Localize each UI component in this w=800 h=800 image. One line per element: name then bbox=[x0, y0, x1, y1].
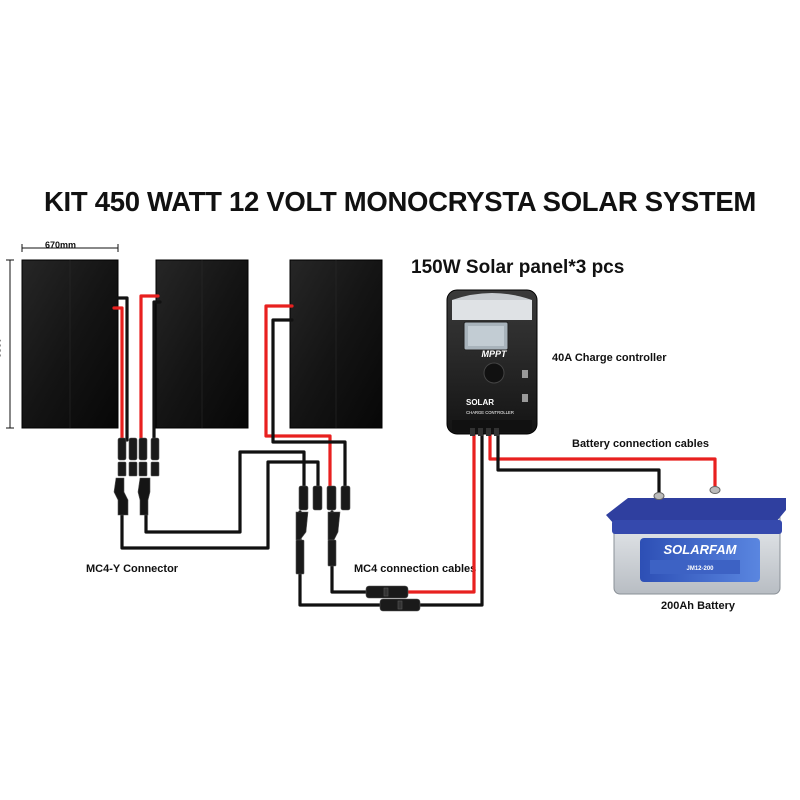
panel1-negative-wire bbox=[115, 296, 129, 442]
controller-label: 40A Charge controller bbox=[552, 352, 667, 364]
panel2-positive-wire bbox=[139, 294, 160, 442]
panel2-negative-wire bbox=[152, 300, 162, 442]
mc4-inline-couplers bbox=[365, 585, 421, 612]
solar-panel-2 bbox=[155, 259, 249, 429]
panel3-positive-wire bbox=[264, 304, 332, 490]
y-output-positive-wire bbox=[144, 450, 306, 534]
diagram-title: KIT 450 WATT 12 VOLT MONOCRYSTA SOLAR SY… bbox=[43, 186, 757, 217]
battery-negative-wire bbox=[496, 432, 661, 496]
battery-model: JM12-200 bbox=[686, 566, 714, 572]
battery-label: 200Ah Battery bbox=[661, 600, 735, 612]
battery-brand: SOLARFAM bbox=[664, 542, 738, 557]
mc4-connectors-group-2 bbox=[295, 485, 351, 575]
controller-pv-positive-wire bbox=[404, 432, 476, 594]
charge-controller: MPPT SOLAR CHARGE CONTROLLER bbox=[446, 289, 538, 436]
mc4-y-connector-label: MC4-Y Connector bbox=[86, 563, 179, 575]
solar-panel-1 bbox=[21, 259, 119, 429]
battery-positive-wire bbox=[488, 432, 717, 490]
mc4-connectors-group-1 bbox=[117, 437, 160, 477]
controller-badge: MPPT bbox=[481, 349, 508, 359]
solar-panel-3 bbox=[289, 259, 383, 429]
controller-brand: SOLAR bbox=[466, 398, 494, 407]
battery: SOLARFAM JM12-200 bbox=[606, 486, 786, 595]
panel-width-dimension: 670mm bbox=[45, 240, 77, 250]
y-output-negative-wire bbox=[120, 460, 320, 550]
battery-cables-label: Battery connection cables bbox=[572, 438, 709, 450]
mc4-y-connector bbox=[113, 477, 151, 516]
dimension-markers bbox=[6, 244, 119, 429]
controller-pv-negative-wire bbox=[416, 432, 484, 607]
panel1-positive-wire bbox=[112, 306, 124, 442]
panels-label: 150W Solar panel*3 pcs bbox=[411, 257, 625, 278]
panel3-negative-wire bbox=[271, 318, 347, 490]
mc4-cables-label: MC4 connection cables bbox=[354, 563, 477, 575]
controller-subtitle: CHARGE CONTROLLER bbox=[466, 410, 514, 415]
